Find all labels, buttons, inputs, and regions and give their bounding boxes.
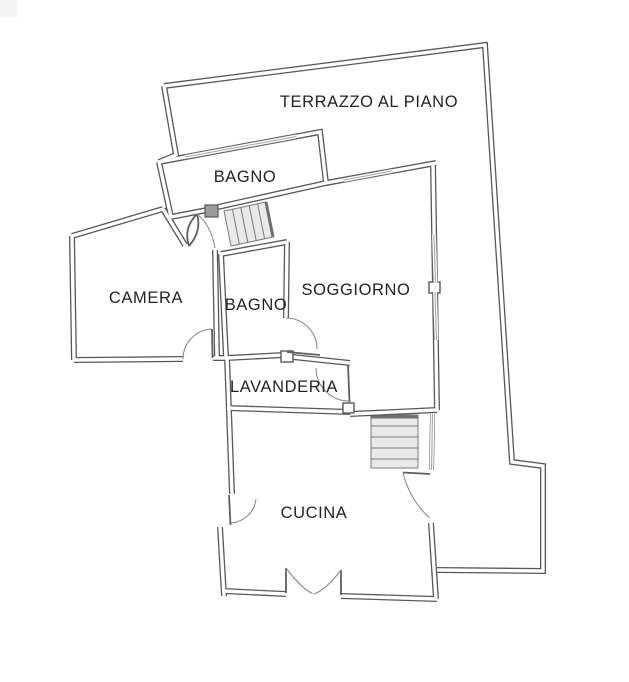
door-leaf xyxy=(347,364,351,403)
door-leaf xyxy=(402,471,431,475)
wall-notch xyxy=(428,281,441,294)
doors xyxy=(182,213,431,595)
door-swing xyxy=(315,367,350,402)
room-label-bagno-top: BAGNO xyxy=(214,168,277,186)
door-swing xyxy=(196,213,216,249)
door-swing xyxy=(285,317,318,350)
stairs-upper xyxy=(223,201,275,247)
door-leaf xyxy=(228,494,232,526)
door-swing xyxy=(313,569,342,595)
room-label-lavanderia: LAVANDERIA xyxy=(230,378,338,396)
door-swing xyxy=(402,472,430,519)
room-label-soggiorno: SOGGIORNO xyxy=(302,281,411,299)
door-swing xyxy=(230,498,257,524)
room-label-camera: CAMERA xyxy=(109,289,183,307)
door-swing xyxy=(182,328,213,360)
stairs-lower-body xyxy=(370,414,419,469)
wall-notch xyxy=(342,402,355,414)
stairs-upper-body xyxy=(223,201,274,247)
door-leaf xyxy=(286,351,321,356)
room-label-bagno-mid: BAGNO xyxy=(225,296,288,314)
wall-notch xyxy=(280,350,294,363)
door-leaf xyxy=(186,213,198,247)
wall-notch xyxy=(204,204,219,218)
stairs-lower xyxy=(370,414,419,469)
room-label-terrazzo: TERRAZZO AL PIANO xyxy=(280,93,458,111)
scan-artifact-square xyxy=(0,0,17,17)
door-leaf xyxy=(188,213,200,247)
door-leaf xyxy=(211,328,214,359)
room-labels: TERRAZZO AL PIANO BAGNO CAMERA BAGNO SOG… xyxy=(109,93,458,522)
door-swing xyxy=(285,567,313,595)
room-label-cucina: CUCINA xyxy=(281,504,348,522)
wall-notches xyxy=(204,204,441,414)
